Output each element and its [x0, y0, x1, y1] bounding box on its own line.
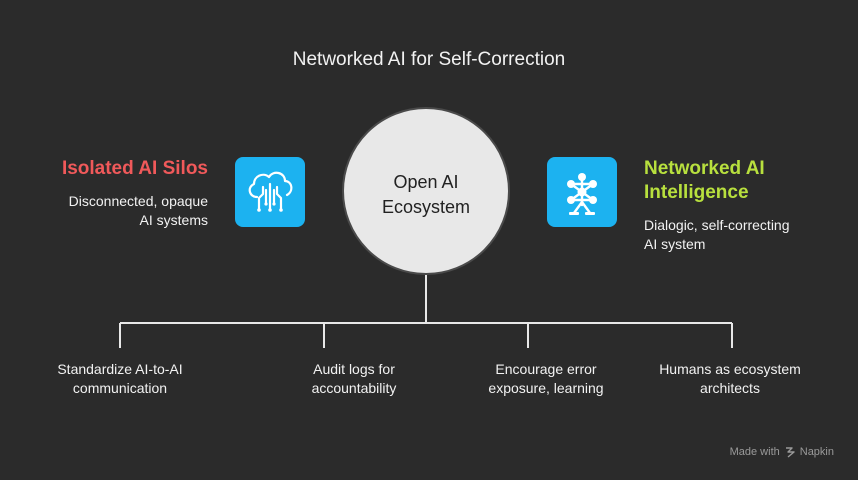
networked-intelligence-description: Dialogic, self-correcting AI system: [644, 216, 844, 254]
networked-heading-line2: Intelligence: [644, 182, 749, 203]
center-label-line1: Open AI: [393, 172, 459, 192]
isolated-silos-desc-line1: Disconnected, opaque: [68, 193, 208, 209]
branch-4-line1: Humans as ecosystem: [659, 361, 801, 377]
networked-desc-line2: AI system: [644, 236, 706, 252]
diagram-title: Networked AI for Self-Correction: [292, 49, 566, 70]
isolated-silos-heading: Isolated AI Silos: [61, 158, 208, 179]
isolated-silos-desc-line2: AI systems: [139, 212, 208, 228]
isolated-silos-description: Disconnected, opaque AI systems: [28, 192, 208, 230]
atomium-network-icon: [547, 157, 617, 227]
center-label-line2: Ecosystem: [381, 197, 471, 217]
networked-heading-line1: Networked AI: [644, 158, 765, 179]
branch-4-line2: architects: [700, 380, 760, 396]
branch-humans-architects: Humans as ecosystem architects: [640, 360, 820, 398]
networked-desc-line1: Dialogic, self-correcting: [644, 217, 790, 233]
branch-audit-logs: Audit logs for accountability: [264, 360, 444, 398]
cloud-circuit-icon: [235, 157, 305, 227]
branch-standardize: Standardize AI-to-AI communication: [30, 360, 210, 398]
open-ai-ecosystem-node: Open AI Ecosystem: [342, 107, 510, 275]
made-with-napkin-badge[interactable]: Made with Napkin: [730, 446, 834, 458]
napkin-brand-text: Napkin: [799, 446, 834, 458]
branch-3-line2: exposure, learning: [488, 380, 604, 396]
center-label: Open AI Ecosystem: [344, 170, 508, 220]
napkin-logo-icon: [785, 447, 795, 458]
made-with-text: Made with: [729, 446, 780, 458]
networked-intelligence-heading: Networked AI Intelligence: [644, 157, 844, 205]
branch-1-line2: communication: [72, 380, 168, 396]
branch-3-line1: Encourage error: [495, 361, 597, 377]
branch-2-line1: Audit logs for: [313, 361, 395, 377]
branch-error-exposure: Encourage error exposure, learning: [456, 360, 636, 398]
branch-1-line1: Standardize AI-to-AI: [57, 361, 183, 377]
branch-2-line2: accountability: [311, 380, 397, 396]
